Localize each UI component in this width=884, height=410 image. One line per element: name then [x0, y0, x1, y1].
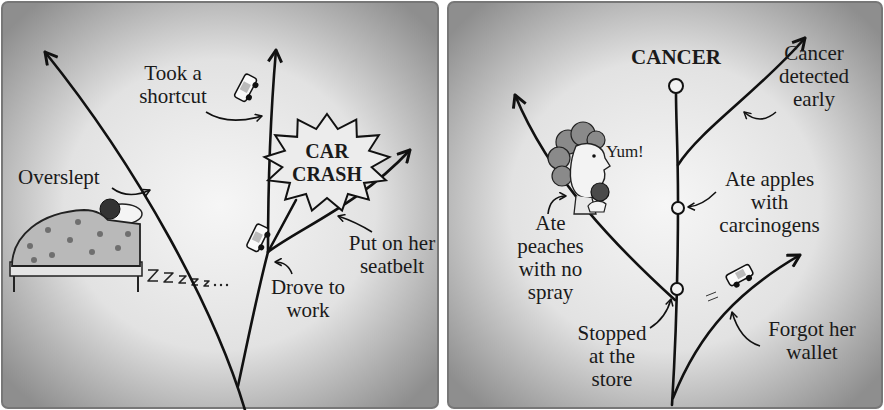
snore-z	[164, 273, 173, 282]
dot	[89, 249, 95, 255]
branch-label: Drove to work	[258, 276, 358, 322]
branch-label: Took a shortcut	[118, 62, 228, 108]
car-icon	[234, 73, 261, 104]
branch-arrow	[45, 52, 245, 410]
branch-label: CANCER	[626, 46, 726, 69]
dot	[49, 252, 55, 258]
hair-curl	[552, 166, 572, 186]
branch-label: Ate peaches with no spray	[508, 212, 593, 304]
branch-label: Ate apples with carcinogens	[712, 168, 827, 237]
bed-leg	[137, 276, 139, 292]
branch-label: Cancer detected early	[764, 42, 864, 111]
person-eating	[548, 122, 610, 214]
speed-line	[706, 292, 716, 296]
snore-z	[179, 276, 186, 283]
car-wheel	[245, 93, 253, 101]
car-wheel	[257, 243, 265, 251]
junction-dots	[669, 79, 684, 295]
car-wheel	[263, 231, 271, 239]
car-wheel	[745, 274, 753, 282]
branch-label: Overslept	[18, 166, 138, 189]
car-icon	[246, 223, 273, 254]
crash-burst: CAR CRASH	[262, 112, 392, 214]
junction-dot	[672, 202, 684, 214]
dot	[97, 231, 103, 237]
car-body	[246, 223, 269, 252]
path-branches	[45, 50, 410, 410]
leader-arrow	[275, 262, 292, 274]
panel	[448, 2, 882, 408]
eye	[592, 154, 596, 158]
leader-arrow	[206, 112, 262, 120]
dot	[27, 243, 33, 249]
speed-line	[708, 297, 718, 301]
apple	[591, 183, 609, 201]
car-icon	[725, 264, 755, 290]
car-wheel	[251, 81, 259, 89]
junction-dot	[669, 79, 683, 93]
car-wheel	[733, 281, 741, 289]
car-body	[234, 73, 258, 102]
branch-label: Forgot her wallet	[752, 318, 872, 364]
blanket	[12, 210, 140, 266]
hand	[588, 201, 606, 212]
dot	[214, 284, 216, 286]
car-window	[735, 269, 746, 279]
car-window	[240, 81, 251, 93]
dot	[220, 284, 222, 286]
burst-shape	[264, 114, 389, 211]
leader-arrow	[338, 216, 372, 232]
leader-arrow	[650, 299, 671, 328]
dot	[75, 219, 81, 225]
hair-curl	[548, 147, 570, 169]
leader-arrow	[112, 188, 150, 195]
branch-label: Yum!	[606, 140, 666, 163]
node-label: CAR CRASH	[282, 140, 372, 186]
snore-z	[148, 270, 158, 281]
speed-lines	[706, 292, 718, 301]
branch-label: Put on her seatbelt	[342, 232, 442, 278]
branch-line	[238, 252, 268, 386]
branch-label: Stopped at the store	[572, 322, 652, 391]
dot	[115, 245, 121, 251]
dot	[67, 237, 73, 243]
dot	[45, 227, 51, 233]
snore-dots	[214, 284, 228, 286]
car-body	[725, 264, 754, 287]
junction-dot	[671, 283, 683, 295]
leader-arrow	[732, 312, 760, 346]
dot	[125, 231, 131, 237]
leader-arrow	[688, 192, 716, 207]
snore-marks	[148, 270, 209, 286]
bed-leg	[13, 276, 15, 292]
branch-line	[268, 200, 296, 252]
bed-illustration	[10, 199, 228, 292]
branch-line	[672, 93, 678, 405]
leader-arrow	[744, 112, 776, 119]
car-window	[252, 231, 263, 243]
blanket-dots	[27, 219, 131, 263]
panel	[2, 2, 438, 408]
snore-z	[204, 281, 209, 286]
dot	[31, 257, 37, 263]
branch-arrow	[268, 50, 276, 252]
dot	[226, 284, 228, 286]
